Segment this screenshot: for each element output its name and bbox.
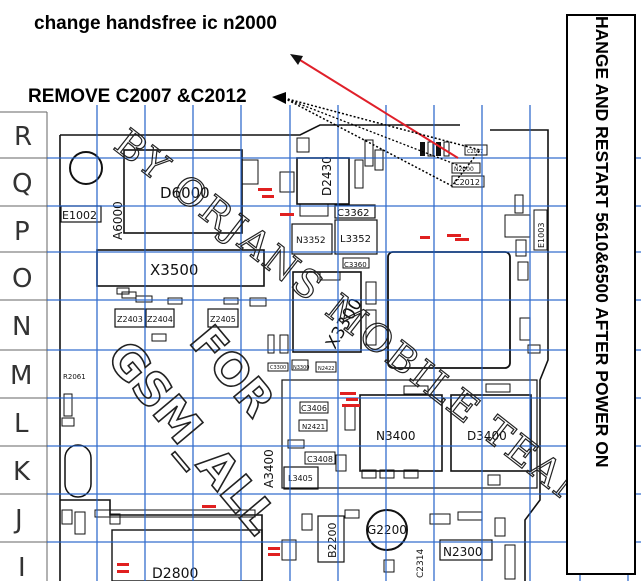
mounting-hole-q xyxy=(69,151,103,185)
red-arrow-head xyxy=(290,54,303,65)
row-label-i: I xyxy=(18,553,26,581)
side-note-box: HANGE AND RESTART 5610&6500 AFTER POWER … xyxy=(566,14,636,575)
side-note-text: HANGE AND RESTART 5610&6500 AFTER POWER … xyxy=(591,16,612,468)
component-g2200 xyxy=(366,509,408,551)
row-label-j: J xyxy=(13,505,23,535)
label-g2200: G2200 xyxy=(367,523,407,537)
red-arrow-line xyxy=(299,59,459,159)
change-ic-note: change handsfree ic n2000 xyxy=(34,13,277,34)
label-c3406: C3406 xyxy=(301,404,327,413)
remove-note: REMOVE C2007 &C2012 xyxy=(28,86,247,107)
label-b2200: B2200 xyxy=(326,522,339,558)
row-label-r: R xyxy=(14,122,32,152)
label-d2800: D2800 xyxy=(152,566,198,581)
label-z2403: Z2403 xyxy=(117,315,143,324)
component-d3400 xyxy=(450,394,532,472)
label-n3300: N3300 xyxy=(293,365,309,371)
label-c2007: C2007 xyxy=(467,149,483,155)
red-markers xyxy=(117,188,469,573)
label-d3400: D3400 xyxy=(467,429,507,443)
label-a3400: A3400 xyxy=(262,449,276,488)
label-n2421: N2421 xyxy=(302,423,325,431)
black-arrow-path xyxy=(283,97,482,187)
label-d2430: D2430 xyxy=(320,156,334,196)
row-label-k: K xyxy=(13,457,31,487)
component-d6000 xyxy=(123,149,243,234)
label-r2061: R2061 xyxy=(63,373,86,381)
label-c2314: C2314 xyxy=(416,549,426,578)
label-n2422: N2422 xyxy=(318,366,334,372)
label-z2404: Z2404 xyxy=(147,315,173,324)
row-label-o: O xyxy=(12,264,32,294)
label-l3352: L3352 xyxy=(340,234,371,245)
row-label-q: Q xyxy=(12,169,32,199)
label-c3408: C3408 xyxy=(307,455,333,464)
label-a6000: A6000 xyxy=(111,201,125,240)
component-n3400 xyxy=(359,394,443,472)
label-x3500: X3500 xyxy=(150,261,198,279)
label-z2405: Z2405 xyxy=(210,315,236,324)
row-label-n: N xyxy=(12,312,31,342)
label-c3300: C3300 xyxy=(270,365,286,371)
label-c3360: C3360 xyxy=(344,261,367,269)
label-n2300: N2300 xyxy=(443,545,483,559)
component-d2800 xyxy=(111,529,263,581)
row-label-column: R Q P O N M L K J I xyxy=(0,111,48,581)
label-c3362: C3362 xyxy=(337,208,369,219)
row-label-m: M xyxy=(10,361,32,391)
label-c2012: C2012 xyxy=(454,178,480,187)
label-n3400: N3400 xyxy=(376,429,416,443)
row-label-p: P xyxy=(14,217,30,247)
label-l3405: L3405 xyxy=(288,474,313,483)
grid-lines xyxy=(47,105,641,581)
black-arrow-head xyxy=(272,92,286,104)
label-d6000: D6000 xyxy=(160,184,210,202)
label-e1003: E1003 xyxy=(537,223,546,248)
annotation-arrows xyxy=(272,54,482,187)
label-e1002: E1002 xyxy=(62,209,97,222)
label-n3352: N3352 xyxy=(296,236,326,246)
row-label-l: L xyxy=(14,409,29,439)
